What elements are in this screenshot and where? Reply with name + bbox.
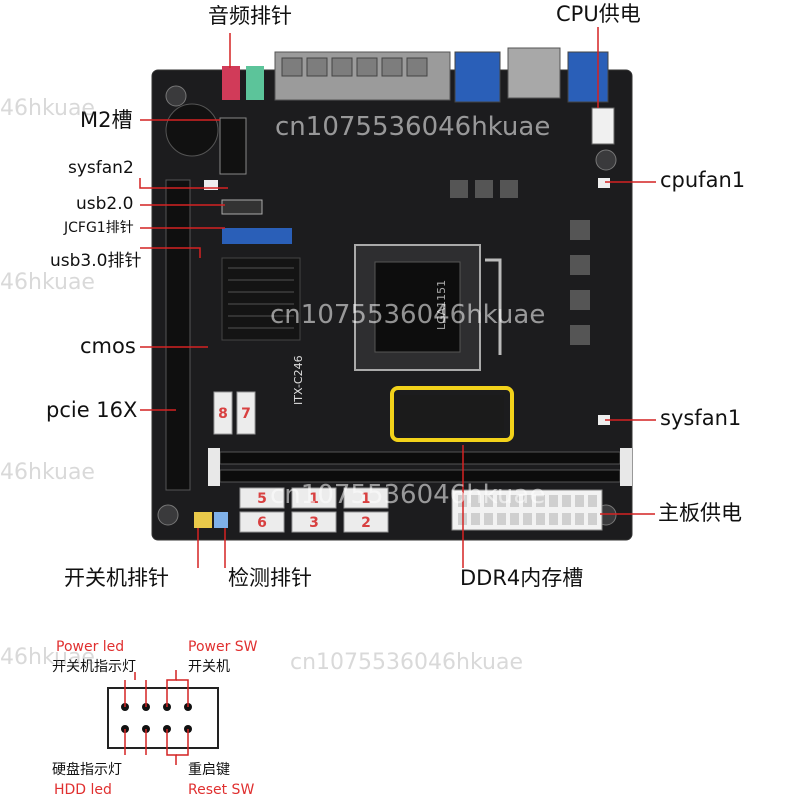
sata-port-side: [236, 391, 256, 435]
sata-label: 8: [218, 406, 228, 422]
sata-port: [291, 511, 337, 533]
cmos-battery: [165, 103, 219, 157]
rear-io-usb2: [567, 51, 609, 103]
cpufan1-header: [598, 178, 610, 188]
sata-port-side: [213, 391, 233, 435]
mount-hole: [595, 149, 617, 171]
sata-label: 1: [309, 491, 319, 507]
sata-label: 3: [309, 515, 319, 531]
cpu-power-connector: [591, 107, 615, 145]
label-reset-sw-cn: 重启键: [188, 762, 230, 778]
label-detect-header: 检测排针: [228, 566, 312, 590]
label-jcfg1: JCFG1排针: [64, 220, 134, 236]
socket-text: LGA1151: [435, 280, 448, 330]
detect-header: [214, 512, 228, 528]
highlight-box: [390, 386, 514, 442]
front-panel-header: [194, 512, 212, 528]
m2-slot: [219, 117, 247, 175]
dimm-slot-2: [219, 469, 621, 483]
pinout-box: [107, 687, 219, 749]
label-power-switch-header: 开关机排针: [64, 566, 169, 590]
label-power-sw-cn: 开关机: [188, 659, 230, 675]
label-pcie16x: pcie 16X: [46, 398, 138, 422]
rear-io-usb: [454, 51, 501, 103]
sata-label: 6: [257, 515, 267, 531]
sata-label: 2: [361, 515, 371, 531]
label-usb20: usb2.0: [76, 194, 134, 214]
sata-label: 5: [257, 491, 267, 507]
model-text: ITX-C246: [292, 355, 305, 405]
label-hdd-led-cn: 硬盘指示灯: [52, 762, 122, 778]
mount-hole: [157, 504, 179, 526]
audio-jack-green: [246, 66, 264, 100]
socket-cover: [374, 261, 461, 353]
label-ddr4-slot: DDR4内存槽: [460, 566, 584, 590]
label-cmos: cmos: [80, 334, 136, 358]
label-board-power: 主板供电: [658, 501, 742, 525]
sata-port: [343, 511, 389, 533]
label-power-sw-en: Power SW: [188, 639, 258, 655]
sata-port: [343, 487, 389, 509]
label-usb30: usb3.0排针: [50, 251, 142, 271]
usb2-header: [221, 199, 263, 215]
label-cpufan1: cpufan1: [660, 168, 746, 192]
sata-port: [291, 487, 337, 509]
sata-port: [239, 511, 285, 533]
usb3-header: [222, 228, 292, 244]
label-reset-sw-en: Reset SW: [188, 782, 255, 798]
label-sysfan1: sysfan1: [660, 406, 742, 430]
rear-io-lan: [507, 47, 561, 99]
label-hdd-led-en: HDD led: [54, 782, 112, 798]
pcie-16x-slot: [165, 179, 191, 491]
mount-hole: [165, 85, 187, 107]
sata-label: 7: [241, 406, 251, 422]
label-m2-slot: M2槽: [80, 108, 133, 132]
sysfan1-header: [598, 415, 610, 425]
sysfan2-header: [204, 180, 218, 190]
label-cpu-power: CPU供电: [556, 2, 641, 26]
label-power-led-cn: 开关机指示灯: [52, 659, 136, 675]
label-power-led-en: Power led: [56, 639, 125, 655]
sata-label: 1: [361, 491, 371, 507]
audio-jack-red: [222, 66, 240, 100]
label-audio-header: 音频排针: [208, 4, 292, 28]
label-sysfan2: sysfan2: [68, 158, 134, 178]
dimm-slot-1: [219, 451, 621, 465]
sata-port: [239, 487, 285, 509]
chipset-heatsink: [221, 257, 301, 341]
